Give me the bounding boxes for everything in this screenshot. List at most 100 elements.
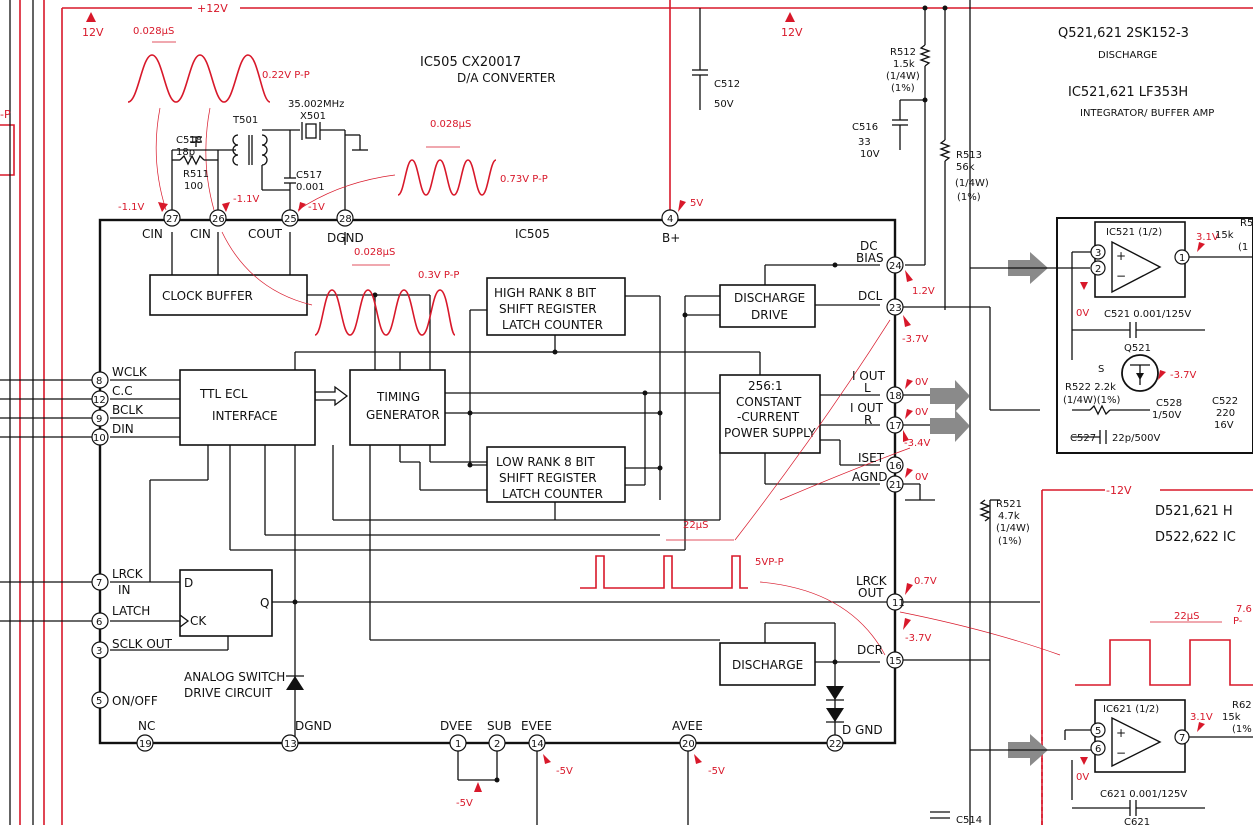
diode-2 — [826, 708, 844, 722]
c516-value: 33 — [858, 137, 871, 148]
r511-label: R511 — [183, 169, 209, 180]
pin-label-lrck-out: LRCK — [856, 574, 888, 588]
high-rank-line3: LATCH COUNTER — [502, 318, 603, 332]
ic621-pin7: 7 — [1179, 733, 1185, 744]
ic521-pin3: 3 — [1095, 248, 1101, 259]
pin-label-r: R — [864, 413, 872, 427]
q521-source: S — [1098, 364, 1104, 375]
r522-label: R522 2.2k — [1065, 382, 1116, 393]
r513-label: R513 — [956, 150, 982, 161]
clock-amplitude: 0.3V P-P — [418, 270, 459, 281]
r512-tol: (1%) — [891, 83, 915, 94]
ps-line2: CONSTANT — [736, 395, 802, 409]
v12-left-label: 12V — [82, 26, 104, 39]
r513-tol: (1%) — [957, 192, 981, 203]
c512-label: C512 — [714, 79, 740, 90]
ic521-pin2: 2 — [1095, 264, 1101, 275]
low-rank-line1: LOW RANK 8 BIT — [496, 455, 595, 469]
timing-label: TIMING — [376, 390, 420, 404]
pin-24: 24 — [889, 261, 902, 272]
iset-voltage: -3.4V — [904, 438, 931, 449]
r62-value: 15k — [1222, 712, 1241, 723]
pin-3: 3 — [96, 646, 102, 657]
ps-line3: -CURRENT — [737, 410, 800, 424]
r521-value: 4.7k — [998, 511, 1020, 522]
pin-label-in: IN — [118, 583, 131, 597]
r521-tol: (1%) — [998, 536, 1022, 547]
bottom-pins — [136, 734, 844, 825]
r512-value: 1.5k — [893, 59, 915, 70]
v12-arrow-right — [785, 12, 795, 22]
v-arrow-15 — [903, 618, 911, 630]
ic521-unit: IC521 (1/2) — [1106, 227, 1162, 238]
r5-tol: (1 — [1238, 242, 1248, 253]
pin-7: 7 — [96, 578, 102, 589]
junction-dots — [292, 5, 948, 783]
pin-15: 15 — [889, 656, 902, 667]
dcbias-voltage: 1.2V — [912, 286, 935, 297]
pin-label-dcl: DCL — [858, 289, 883, 303]
diode-dgnd — [286, 676, 304, 690]
lrck-period: 22μS — [683, 520, 708, 531]
high-rank-line1: HIGH RANK 8 BIT — [494, 286, 597, 300]
v-arrow-21 — [905, 468, 913, 478]
discharge-block — [719, 642, 816, 686]
agnd-voltage: 0V — [915, 472, 928, 483]
v-arrow-18 — [905, 379, 913, 389]
pin-label-iout-l: I OUT — [852, 369, 886, 383]
ic621-opamp — [1111, 716, 1162, 768]
ic-function: D/A CONVERTER — [457, 71, 556, 85]
low-rank-line2: SHIFT REGISTER — [499, 471, 597, 485]
pin-1: 1 — [455, 739, 461, 750]
clock-period: 0.028μS — [354, 247, 395, 258]
ic521-out-arrow — [1197, 242, 1205, 252]
cout25-voltage: -1V — [308, 202, 325, 213]
ttl-ecl-interface-block — [179, 369, 316, 446]
right-period: 22μS — [1174, 611, 1199, 622]
ic521-title: IC521,621 LF353H — [1068, 85, 1188, 100]
clock-waveform — [314, 289, 456, 336]
pin-label-cin26: CIN — [190, 227, 211, 241]
ic621-out-voltage: 3.1V — [1190, 712, 1213, 723]
cout-amplitude: 0.73V P-P — [500, 174, 548, 185]
r62-label: R62 — [1232, 700, 1252, 711]
d522-title: D522,622 IC — [1155, 530, 1236, 545]
pin-10: 10 — [93, 433, 106, 444]
ps-line4: POWER SUPPLY — [724, 426, 816, 440]
cin27-voltage: -1.1V — [118, 202, 145, 213]
ic521-out-voltage: 3.1V — [1196, 232, 1219, 243]
ic521-minus: − — [1116, 269, 1126, 283]
q521-desc: DISCHARGE — [1098, 50, 1157, 61]
c516-label: C516 — [852, 122, 878, 133]
v-arrow-27 — [158, 202, 168, 212]
high-rank-line2: SHIFT REGISTER — [499, 302, 597, 316]
pin-4: 4 — [667, 214, 673, 225]
pin-label-cin27: CIN — [142, 227, 163, 241]
bias-network — [892, 8, 951, 310]
pin-18: 18 — [889, 391, 902, 402]
r62-tol: (1% — [1232, 724, 1252, 735]
pin-21: 21 — [889, 480, 902, 491]
pin-label-bias: BIAS — [856, 251, 884, 265]
r5-label: R5 — [1240, 218, 1253, 229]
c518-value: 18p — [176, 147, 195, 158]
discharge-label: DISCHARGE — [732, 658, 803, 672]
r513-value: 56k — [956, 162, 975, 173]
q521-title: Q521,621 2SK152-3 — [1058, 26, 1189, 41]
evee-voltage: -5V — [556, 766, 573, 777]
r522-watt: (1/4W)(1%) — [1063, 395, 1121, 406]
r511-value: 100 — [184, 181, 203, 192]
low-rank-shift-register-block — [486, 446, 626, 503]
pin-27: 27 — [166, 214, 179, 225]
xtal-waveform — [127, 54, 271, 103]
pin-label-lrck-in: LRCK — [112, 567, 144, 581]
c518-label: C518 — [176, 135, 202, 146]
ff-ck-label: CK — [190, 614, 207, 628]
pin-9: 9 — [96, 414, 102, 425]
pin-5: 5 — [96, 696, 102, 707]
pin-label-cout: COUT — [248, 227, 283, 241]
r521-watt: (1/4W) — [996, 523, 1030, 534]
ioutr-voltage: 0V — [915, 407, 928, 418]
ic521-section — [1056, 217, 1253, 454]
c522-value: 220 — [1216, 408, 1235, 419]
